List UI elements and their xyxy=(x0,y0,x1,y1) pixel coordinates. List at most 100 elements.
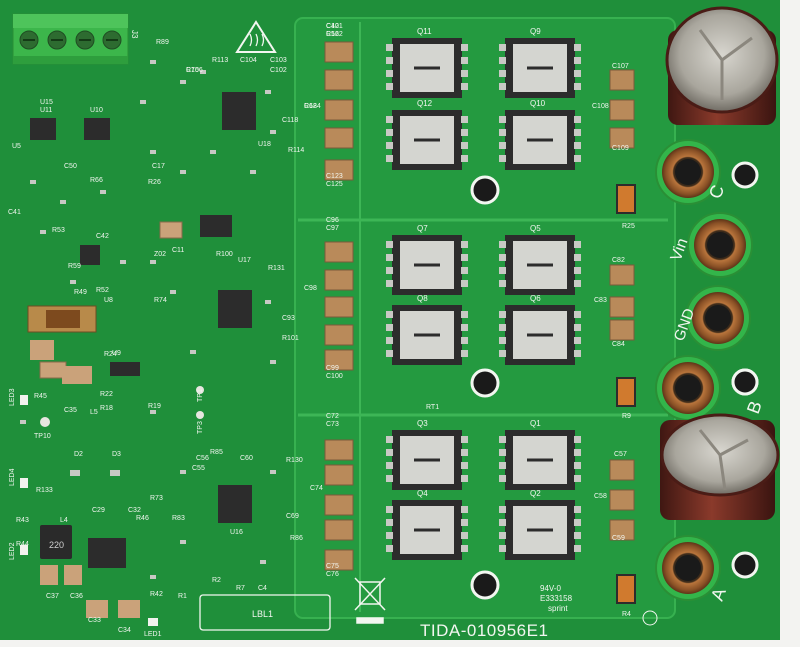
label-box xyxy=(199,594,331,631)
pb-free-icon xyxy=(642,610,658,626)
label-box-text: LBL1 xyxy=(252,609,273,619)
refdes-label: C69 xyxy=(286,513,299,520)
refdes-label: R49 xyxy=(74,289,87,296)
mosfet: Q3 xyxy=(386,419,468,490)
refdes-label: R53 xyxy=(52,227,65,234)
refdes-label: R66 xyxy=(90,177,103,184)
led-ref: LED2 xyxy=(9,542,16,560)
refdes-label: U11 xyxy=(40,107,52,114)
refdes-label: R9 xyxy=(622,413,631,420)
mlcc xyxy=(324,296,354,318)
test-point-ref: TP3 xyxy=(197,421,204,434)
led-ref: LED3 xyxy=(9,388,16,406)
refdes-label: C75 xyxy=(326,563,339,570)
refdes-label: C50 xyxy=(64,163,77,170)
refdes-label: R43 xyxy=(16,517,29,524)
mlcc xyxy=(609,127,635,149)
mlcc xyxy=(609,264,635,286)
power-terminals xyxy=(655,139,759,601)
mlcc xyxy=(609,69,635,91)
refdes-label: C34 xyxy=(118,627,131,634)
refdes-label: C72 xyxy=(326,413,339,420)
mosfet-ref: Q5 xyxy=(530,224,541,233)
refdes-label: C74 xyxy=(310,485,323,492)
refdes-label: R25 xyxy=(622,223,635,230)
mlcc xyxy=(609,459,635,481)
refdes-label: R68 xyxy=(304,103,317,110)
mlcc xyxy=(324,324,354,346)
mounting-hole xyxy=(731,368,759,396)
terminal-label-vin: Vin xyxy=(668,236,692,263)
refdes-label: C118 xyxy=(282,117,298,124)
refdes-label: R101 xyxy=(282,335,299,342)
mlcc xyxy=(609,296,635,318)
mosfet: Q11 xyxy=(386,27,468,98)
mlcc xyxy=(324,99,354,121)
mlcc xyxy=(324,159,354,181)
refdes-label: R45 xyxy=(34,393,47,400)
control-circuit xyxy=(27,92,256,618)
refdes-label: R59 xyxy=(68,263,81,270)
mlcc xyxy=(324,439,354,461)
refdes-label: R56 xyxy=(326,31,339,38)
pcb-bottom-margin xyxy=(0,640,800,647)
mosfet: Q1 xyxy=(499,419,581,490)
refdes-label: R74 xyxy=(154,297,167,304)
mosfet-ref: Q6 xyxy=(530,294,541,303)
refdes-label: R18 xyxy=(100,405,113,412)
refdes-label: R75 xyxy=(186,67,199,74)
refdes-label: C56 xyxy=(196,455,209,462)
refdes-label: C93 xyxy=(282,315,295,322)
refdes-label: C103 xyxy=(270,57,287,64)
mlcc xyxy=(324,127,354,149)
refdes-label: U10 xyxy=(90,107,103,114)
mlcc xyxy=(324,41,354,63)
test-point-pads xyxy=(40,386,204,427)
refdes-label: C100 xyxy=(326,373,343,380)
refdes-label: D3 xyxy=(112,451,121,458)
refdes-label: C55 xyxy=(192,465,205,472)
refdes-label: C60 xyxy=(240,455,253,462)
refdes-label: C29 xyxy=(92,507,105,514)
electrolytic-capacitor-top xyxy=(665,6,779,125)
mlcc-array xyxy=(324,41,635,571)
gate-driver-ref: U18 xyxy=(258,141,271,148)
mosfet-ref: Q9 xyxy=(530,27,541,36)
mosfet: Q4 xyxy=(386,489,468,560)
mounting-hole xyxy=(731,161,759,189)
mosfet-ref: Q4 xyxy=(417,489,428,498)
terminal-pad xyxy=(687,212,753,278)
cert-file: E333158 xyxy=(540,594,573,603)
connector-ref: J3 xyxy=(130,30,139,39)
refdes-label: R85 xyxy=(210,449,223,456)
refdes-label: RT1 xyxy=(426,404,439,411)
refdes-label: C82 xyxy=(612,257,625,264)
mlcc xyxy=(324,519,354,541)
refdes-label: U15 xyxy=(40,99,53,106)
mounting-holes xyxy=(470,175,500,600)
refdes-label: R130 xyxy=(286,457,303,464)
cert-rating: 94V-0 xyxy=(540,584,561,593)
refdes-label: C109 xyxy=(612,145,629,152)
refdes-label: R46 xyxy=(136,515,149,522)
led-indicators xyxy=(20,395,158,626)
mosfet-ref: Q3 xyxy=(417,419,428,428)
refdes-label: C73 xyxy=(326,421,339,428)
refdes-label: C108 xyxy=(592,103,609,110)
refdes-label: R113 xyxy=(212,57,228,64)
refdes-label: C37 xyxy=(46,593,59,600)
refdes-label: C124 xyxy=(304,103,321,110)
refdes-label: R24 xyxy=(104,351,117,358)
refdes-label: C122 xyxy=(326,31,343,38)
mosfet-ref: Q1 xyxy=(530,419,541,428)
refdes-label: R52 xyxy=(96,287,109,294)
gate-driver-ref: U16 xyxy=(230,529,243,536)
mlcc xyxy=(324,241,354,263)
refdes-label: R83 xyxy=(172,515,185,522)
refdes-label: C99 xyxy=(326,365,339,372)
refdes-label: C98 xyxy=(304,285,317,292)
refdes-label: C97 xyxy=(326,225,339,232)
refdes-label: R22 xyxy=(100,391,113,398)
refdes-label: C106 xyxy=(186,67,203,74)
